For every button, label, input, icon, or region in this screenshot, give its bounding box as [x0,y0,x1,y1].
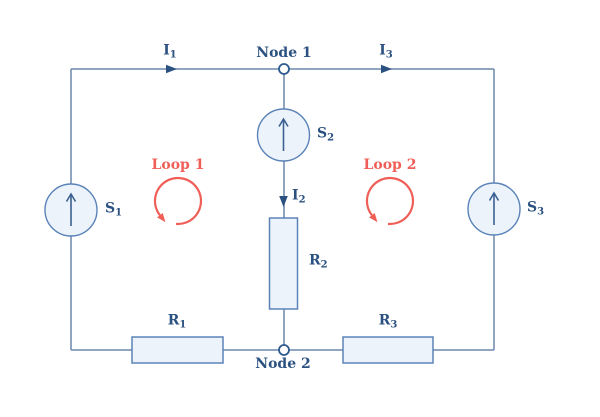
loop-2-arrowhead-icon [369,213,378,223]
resistor-r2-box [268,217,299,310]
source-s2-arrow-icon [278,117,289,151]
node-2-terminal [278,344,290,356]
source-s2-label: S2 [317,125,335,144]
source-s3-arrow-icon [488,191,500,225]
source-s1-arrow-icon [65,192,77,226]
source-s3-label: S3 [527,199,545,218]
node-2-label: Node 2 [255,356,311,372]
loop-2-label: Loop 2 [363,157,417,173]
resistor-r3-box [342,336,434,364]
current-i1-label: I1 [163,42,177,61]
node-1-terminal [278,63,290,75]
resistor-r1-box [131,336,224,364]
loop-1-arrowhead-icon [157,213,166,223]
current-i3-label: I3 [379,42,393,61]
current-i2-arrowhead-icon [279,196,288,207]
current-i2-label: I2 [292,187,306,206]
resistor-r1-label: R1 [167,312,187,331]
loop-1-label: Loop 1 [151,157,205,173]
current-i1-arrowhead-icon [166,64,177,74]
resistor-r2-label: R2 [309,252,328,271]
source-s1-label: S1 [105,200,123,219]
loop-2-arrow-icon [365,176,415,226]
loop-1-arrow-icon [153,176,203,226]
current-i3-arrowhead-icon [381,64,392,74]
node-1-label: Node 1 [256,45,312,61]
resistor-r3-label: R3 [378,312,398,331]
